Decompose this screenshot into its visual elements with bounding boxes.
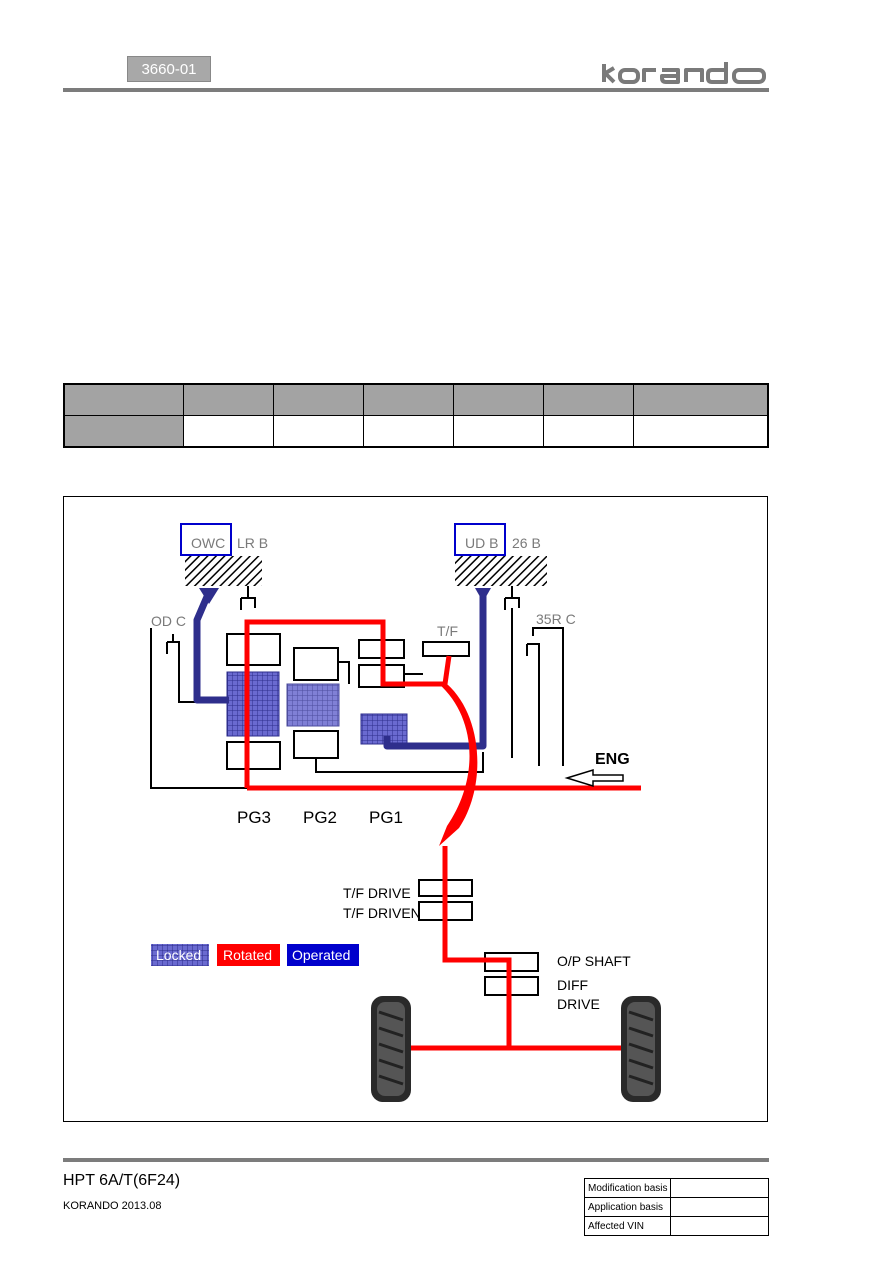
rotated-path	[244, 619, 641, 1051]
lr-brake-ground	[185, 556, 262, 586]
left-wheel-icon	[371, 996, 411, 1102]
table-row	[63, 383, 768, 416]
table-cell	[632, 383, 768, 416]
table-cell	[183, 415, 274, 447]
engine-arrow	[564, 768, 624, 788]
spec-table	[63, 383, 769, 448]
table-cell	[452, 383, 544, 416]
table-cell	[272, 415, 364, 447]
tf-flow-arrow	[439, 684, 478, 846]
ud-arrow	[475, 588, 491, 602]
operated-path	[193, 590, 487, 750]
legend-operated-label: Operated	[292, 947, 350, 963]
right-wheel-icon	[621, 996, 661, 1102]
table-cell	[63, 383, 184, 416]
diagram-frame	[63, 496, 768, 1122]
pg1-label: PG1	[369, 808, 403, 827]
b26-label: 26 B	[512, 535, 541, 551]
revision-label: Affected VIN	[583, 1216, 672, 1236]
footer-rule	[63, 1158, 769, 1162]
table-cell	[63, 415, 184, 447]
table-cell	[183, 383, 274, 416]
pg3-label: PG3	[237, 808, 271, 827]
table-cell	[542, 383, 634, 416]
pg3-locked-block	[226, 671, 280, 737]
revision-label: Modification basis	[583, 1178, 672, 1198]
gear-train-linework	[150, 586, 564, 996]
op-shaft-label: O/P SHAFT	[557, 953, 631, 969]
footer-title: HPT 6A/T(6F24)	[63, 1172, 181, 1189]
table-cell	[362, 383, 454, 416]
pg2-locked-block	[286, 683, 340, 727]
table-cell	[542, 415, 634, 447]
table-cell	[362, 415, 454, 447]
od-c-label: OD C	[151, 613, 186, 629]
legend-locked-swatch	[151, 944, 209, 966]
power-flow-diagram: OWC LR B UD B 26 B OD C T/F 35R C	[150, 523, 661, 1102]
owc-box	[180, 523, 232, 556]
legend-operated-swatch	[287, 944, 359, 966]
eng-label: ENG	[595, 751, 630, 768]
revision-table: Modification basis Application basis Aff…	[583, 1178, 769, 1236]
legend: Locked Rotated Operated	[151, 944, 359, 966]
header-rule	[63, 88, 769, 92]
table-cell	[452, 415, 544, 447]
legend-locked-label: Locked	[156, 947, 201, 963]
table-row: Modification basis	[583, 1178, 769, 1198]
ud-brake-ground	[455, 556, 547, 586]
table-row: Application basis	[583, 1197, 769, 1217]
owc-arrow	[199, 588, 219, 604]
footer-subtitle: KORANDO 2013.08	[63, 1200, 162, 1212]
r35-c-label: 35R C	[536, 611, 576, 627]
section-code-badge: 3660-01	[127, 56, 211, 82]
revision-value	[670, 1178, 769, 1198]
tf-drive-label: T/F DRIVE	[343, 885, 411, 901]
korando-logo	[602, 62, 766, 84]
ud-b-label: UD B	[465, 535, 498, 551]
revision-value	[670, 1216, 769, 1236]
table-row	[63, 415, 768, 447]
revision-label: Application basis	[583, 1197, 672, 1217]
ud-b-box	[454, 523, 506, 556]
tf-driven-label: T/F DRIVEN	[343, 905, 421, 921]
lr-b-label: LR B	[237, 535, 268, 551]
table-row: Affected VIN	[583, 1216, 769, 1236]
revision-value	[670, 1197, 769, 1217]
table-cell	[272, 383, 364, 416]
table-cell	[632, 415, 768, 447]
owc-label: OWC	[191, 535, 225, 551]
legend-rotated-swatch	[217, 944, 280, 966]
drive-label: DRIVE	[557, 996, 600, 1012]
diff-label: DIFF	[557, 977, 588, 993]
legend-rotated-label: Rotated	[223, 947, 272, 963]
tf-label: T/F	[437, 623, 458, 639]
pg2-label: PG2	[303, 808, 337, 827]
